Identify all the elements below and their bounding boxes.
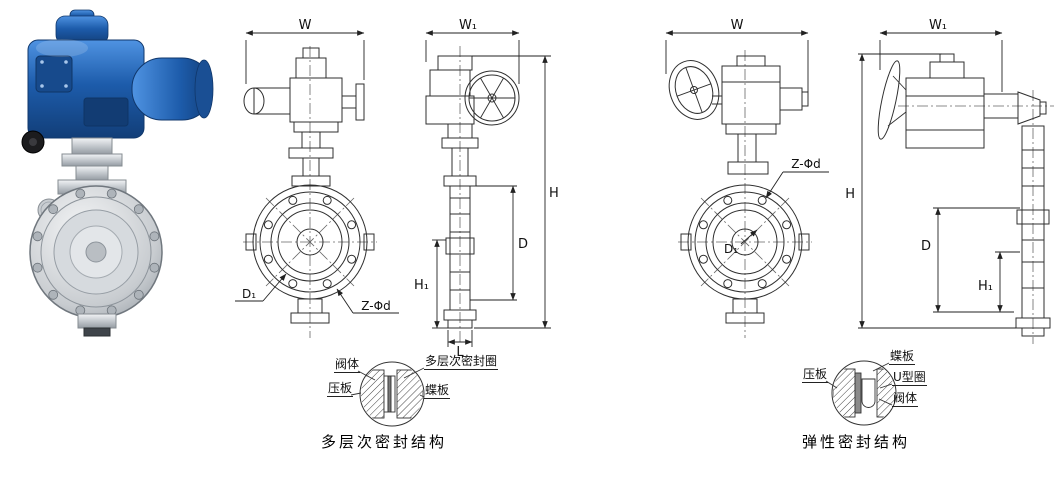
dim-d-label: D xyxy=(518,237,528,252)
product-photo xyxy=(21,9,214,337)
detail2-disc-label: 蝶板 xyxy=(889,349,916,365)
tilted-handwheel xyxy=(668,60,720,120)
drawing1-front-view xyxy=(235,30,399,338)
dim-w1 xyxy=(425,30,520,84)
zphid-leader xyxy=(765,171,829,199)
detail1-caption: 多层次密封结构 xyxy=(321,433,448,451)
handwheel-spokes xyxy=(469,77,515,119)
dim-zphid-label: Z-Φd xyxy=(361,299,390,313)
detail1-seal-ring-label: 多层次密封圈 xyxy=(424,354,499,370)
d1-arrow xyxy=(740,229,758,245)
detail1-disc-label: 蝶板 xyxy=(424,383,451,399)
handwheel-edge xyxy=(355,83,365,121)
dim-d xyxy=(470,185,517,301)
dim-h1-label2: H₁ xyxy=(978,279,993,294)
detail1-valve-body-label: 阀体 xyxy=(334,357,361,373)
detail2-valve-body-label: 阀体 xyxy=(892,391,919,407)
dim-d-label2: D xyxy=(921,239,931,254)
handwheel-edge xyxy=(877,60,907,140)
dim-d1-label: D₁ xyxy=(242,287,256,301)
flange-studs xyxy=(32,188,160,316)
dim-w xyxy=(665,30,809,92)
dim-w1-label2: W₁ xyxy=(929,18,947,33)
detail1-leaders xyxy=(350,367,425,398)
detail2-caption: 弹性密封结构 xyxy=(802,433,911,451)
dim-l-label: L xyxy=(456,345,464,360)
detail1-pressure-plate-label: 压板 xyxy=(327,381,354,397)
dim-h1 xyxy=(995,251,1020,313)
detail2-leaders xyxy=(825,362,893,406)
drawing2-side-view xyxy=(858,30,1054,344)
detail-elastic-seal xyxy=(825,360,897,426)
d1-leader xyxy=(235,273,287,302)
drawing2-front-view xyxy=(665,30,829,338)
zphid-leader xyxy=(336,288,399,314)
dim-h xyxy=(472,55,551,329)
bolt-holes xyxy=(698,195,792,289)
bolt-holes xyxy=(263,195,357,289)
detail2-pressure-plate-label: 压板 xyxy=(802,367,829,383)
detail-multilayer-seal xyxy=(350,361,425,427)
centerlines xyxy=(243,46,377,338)
dim-d1-label2: D₁ xyxy=(724,242,738,256)
handwheel xyxy=(464,70,520,126)
dim-zphid-label2: Z-Φd xyxy=(791,157,820,171)
dim-h1-label: H₁ xyxy=(414,278,429,293)
dim-h1 xyxy=(432,239,448,329)
centerlines xyxy=(678,50,812,338)
dim-h xyxy=(858,53,1016,329)
dim-w-label: W xyxy=(299,18,312,33)
detail2-u-ring-label: U型圈 xyxy=(892,370,927,386)
centerlines xyxy=(898,90,1054,344)
dim-h-label2: H xyxy=(845,187,855,202)
dim-h-label: H xyxy=(549,186,559,201)
dim-w-label2: W xyxy=(731,18,744,33)
dim-w xyxy=(245,30,365,84)
dim-d xyxy=(933,207,1020,313)
dim-l xyxy=(447,330,473,347)
dim-w1-label: W₁ xyxy=(459,18,477,33)
drawing1-side-view xyxy=(425,30,551,347)
dim-w1 xyxy=(879,30,1003,92)
